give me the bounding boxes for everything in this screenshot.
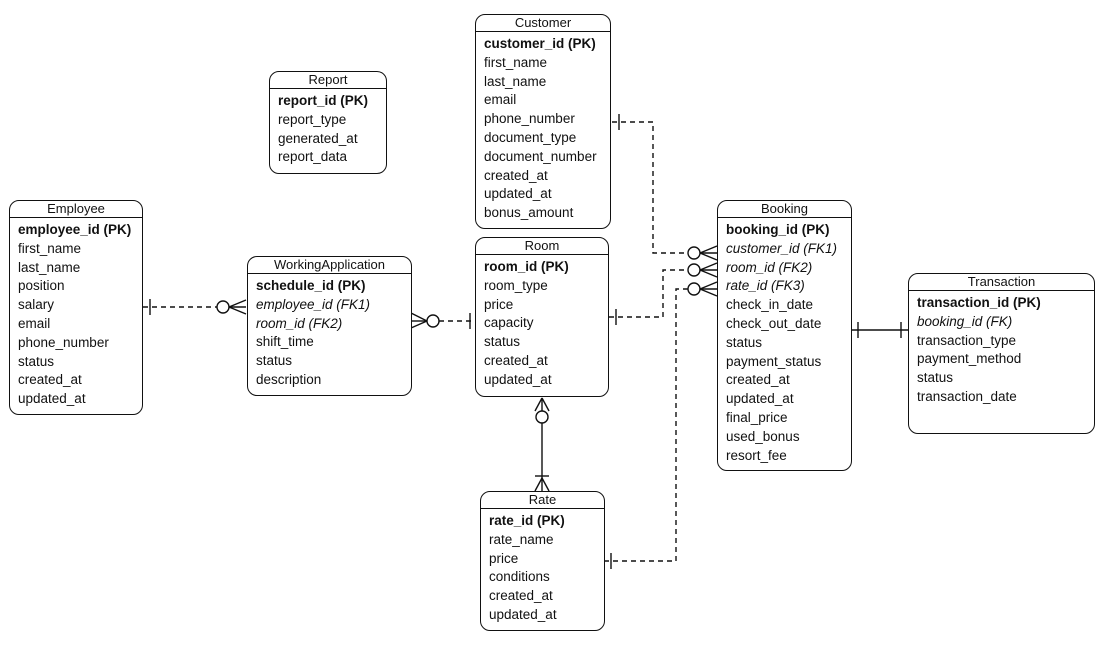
entity-field: rate_id (PK) [489,513,565,528]
entity-field: first_name [484,54,548,70]
entity-field: created_at [484,352,548,368]
entity-field: check_in_date [726,297,814,313]
booking-entity-title: Booking [718,201,851,218]
entity-field: price [489,550,519,566]
entity-field: last_name [484,73,547,89]
entity-field: created_at [726,372,790,388]
entity-field: capacity [484,315,534,331]
entity-field: created_at [18,372,82,388]
entity-field: report_id (PK) [278,93,369,108]
room-entity-title: Room [476,238,608,255]
rel-working-room [410,312,476,329]
transaction-field-list: transaction_id (PK) booking_id (FK) transa… [909,291,1094,407]
report-entity: Report report_id (PK) report_type generate… [269,71,387,174]
entity-field: document_number [484,148,597,164]
employee-entity: Employee employee_id (PK) first_name last_… [9,200,143,415]
rel-rate-booking [604,281,718,569]
rel-room-booking [609,262,718,325]
entity-field: phone_number [484,111,575,127]
transaction-entity-title: Transaction [909,274,1094,291]
entity-field: conditions [489,569,550,585]
entity-field: employee_id (PK) [18,222,132,237]
transaction-entity: Transaction transaction_id (PK) booking_i… [908,273,1095,434]
rel-customer-booking [612,114,718,261]
entity-field: updated_at [484,186,552,202]
workingapplication-entity: WorkingApplication schedule_id (PK) emplo… [247,256,412,396]
entity-field: room_id (PK) [484,259,569,274]
entity-field: transaction_id (PK) [917,295,1041,310]
entity-field: status [917,370,954,386]
entity-field: document_type [484,129,577,145]
entity-field: generated_at [278,130,358,146]
entity-field: status [256,353,293,369]
entity-field: updated_at [18,391,86,407]
entity-field: bonus_amount [484,205,574,221]
entity-field: payment_method [917,351,1022,367]
entity-field: status [484,334,521,350]
entity-field: shift_time [256,334,314,350]
customer-entity-title: Customer [476,15,610,32]
entity-field: employee_id (FK1) [256,296,371,312]
entity-field: transaction_type [917,332,1017,348]
entity-field: created_at [489,588,553,604]
rel-booking-transaction [851,322,908,338]
entity-field: customer_id (FK1) [726,240,838,256]
entity-field: booking_id (PK) [726,222,830,237]
entity-field: payment_status [726,353,822,369]
entity-field: email [484,92,517,108]
entity-field: updated_at [484,371,552,387]
report-entity-title: Report [270,72,386,89]
entity-field: room_type [484,277,548,293]
entity-field: salary [18,297,55,313]
entity-field: email [18,315,51,331]
entity-field: transaction_date [917,388,1017,404]
entity-field: rate_id (FK3) [726,278,805,294]
entity-field: rate_name [489,531,554,547]
rel-room-rate [534,397,550,492]
rel-employee-working [143,299,247,315]
entity-field: room_id (FK2) [726,259,813,275]
entity-field: customer_id (PK) [484,36,596,51]
entity-field: report_type [278,111,347,127]
entity-field: last_name [18,259,81,275]
entity-field: position [18,278,65,294]
entity-field: room_id (FK2) [256,315,343,331]
entity-field: schedule_id (PK) [256,278,366,293]
booking-field-list: booking_id (PK) customer_id (FK1) room_id … [718,218,851,465]
entity-field: report_data [278,149,348,165]
booking-entity: Booking booking_id (PK) customer_id (FK1)… [717,200,852,471]
entity-field: first_name [18,240,82,256]
entity-field: final_price [726,409,788,425]
entity-field: phone_number [18,334,109,350]
entity-field: price [484,296,514,312]
entity-field: resort_fee [726,447,787,463]
customer-entity: Customer customer_id (PK) first_name last_… [475,14,611,229]
entity-field: check_out_date [726,315,822,331]
entity-field: used_bonus [726,428,800,444]
entity-field: status [726,334,763,350]
rate-entity-title: Rate [481,492,604,509]
entity-field: updated_at [489,606,557,622]
employee-entity-title: Employee [10,201,142,218]
entity-field: description [256,371,322,387]
workingapplication-entity-title: WorkingApplication [248,257,411,274]
entity-field: status [18,353,55,369]
entity-field: created_at [484,167,548,183]
entity-field: updated_at [726,391,794,407]
entity-field: booking_id (FK) [917,313,1013,329]
workingapplication-field-list: schedule_id (PK) employee_id (FK1) room_id… [248,274,411,390]
